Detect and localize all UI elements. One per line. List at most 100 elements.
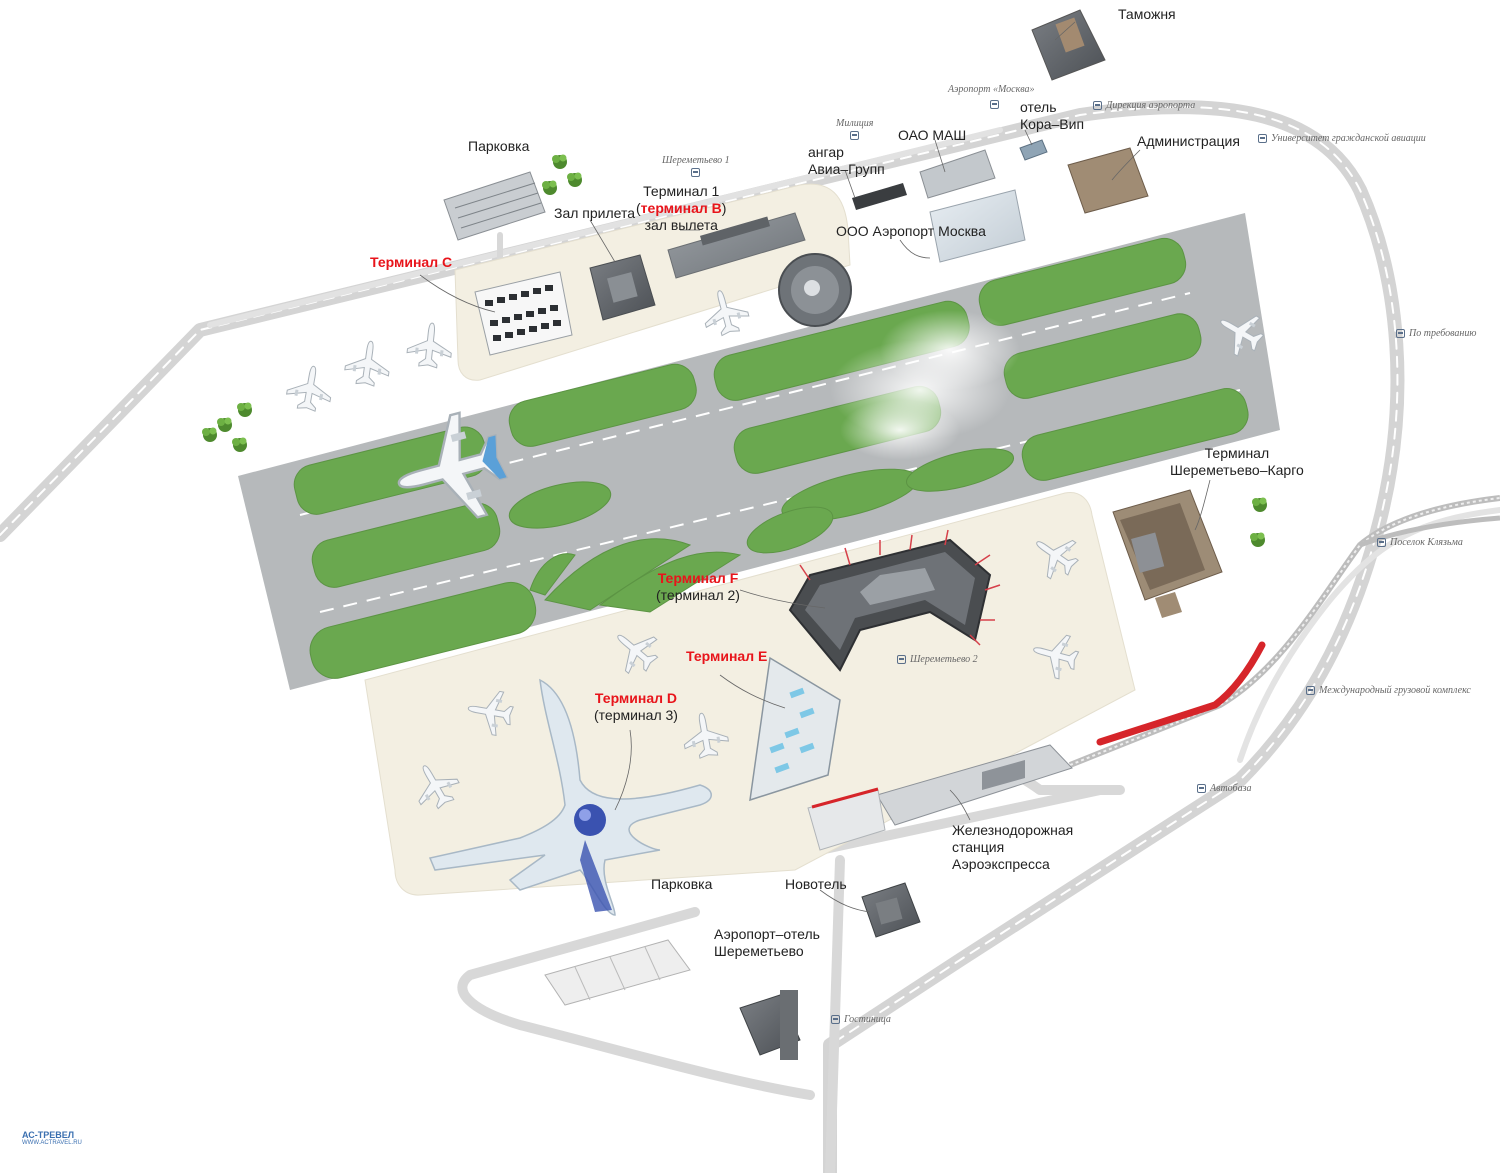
stop-sheremetyevo-2: Шереметьево 2 [897, 654, 978, 665]
label-terminal-1: Терминал 1 (терминал B) зал вылета [636, 183, 726, 234]
airplane-icon [405, 320, 455, 370]
bus-stop-icon [1377, 538, 1386, 547]
label-hotel-kora-vip: отель Кора–Вип [1020, 99, 1084, 133]
south-parking-road [457, 907, 815, 1100]
bus-stop-icon [850, 131, 860, 140]
stop-airport-moskva: Аэропорт «Москва» [948, 84, 1038, 95]
label-airport-hotel: Аэропорт–отель Шереметьево [714, 926, 820, 960]
label-arrivals-hall: Зал прилета [554, 205, 636, 221]
bus-stop-icon [1093, 101, 1102, 110]
administration-building [1067, 147, 1149, 214]
stop-militsiya-label: Милиция [836, 118, 874, 129]
bus-stop-icon [1306, 686, 1315, 695]
tree-icon [567, 172, 582, 187]
label-cargo-line2: Шереметьево–Карго [1170, 462, 1304, 478]
south-buildings [544, 882, 921, 1060]
label-cargo-terminal: Терминал Шереметьево–Карго [1170, 445, 1304, 479]
label-hotel-line2: Кора–Вип [1020, 116, 1085, 132]
aeroexpress-train-icon [1096, 641, 1266, 746]
label-oao-mash: ОАО МАШ [898, 127, 967, 143]
bus-stop-icon [1396, 329, 1405, 338]
label-terminal-b[interactable]: терминал B [640, 200, 722, 216]
label-terminal-e[interactable]: Терминал E [686, 648, 768, 664]
label-novotel: Новотель [785, 876, 847, 892]
stop-sheremetyevo-1-label: Шереметьево 1 [662, 155, 730, 166]
label-rail-line3: Аэроэкспресса [952, 856, 1050, 872]
north-buildings [443, 9, 1149, 356]
terminal-f-building [788, 529, 1001, 672]
label-terminal-d-sub: (терминал 3) [594, 707, 678, 723]
airplane-icon [384, 404, 516, 536]
stop-university-label: Университет гражданской авиации [1271, 133, 1426, 144]
label-customs: Таможня [1118, 6, 1176, 22]
bus-stop-icon [691, 168, 701, 177]
airplanes [284, 284, 1271, 816]
label-terminal-1-b: (терминал B) [636, 200, 726, 217]
label-terminal-f-title[interactable]: Терминал F [657, 570, 739, 586]
label-ooo-airport-moskva: ООО Аэропорт Москва [836, 223, 986, 239]
bus-stop-icon [831, 1015, 840, 1024]
label-terminal-1-departures: зал вылета [644, 217, 718, 233]
runway-field [238, 213, 1280, 690]
bus-stop-icon [1258, 134, 1267, 143]
stop-klyazma: Поселок Клязьма [1377, 537, 1463, 548]
stop-on-request-label: По требованию [1409, 328, 1477, 339]
label-hangar: ангар Авиа–Групп [808, 144, 885, 178]
logo-name: АС-ТРЕВЕЛ [22, 1130, 75, 1140]
label-parking-south: Парковка [651, 876, 713, 892]
tree-icon [552, 154, 567, 169]
tree-icon [232, 437, 247, 452]
label-hangar-line2: Авиа–Групп [808, 161, 885, 177]
label-terminal-f-sub: (терминал 2) [656, 587, 740, 603]
stop-on-request: По требованию [1396, 328, 1476, 339]
stop-sheremetyevo-1: Шереметьево 1 [662, 155, 730, 177]
label-parking-north: Парковка [468, 138, 530, 154]
logo-url: WWW.ACTRAVEL.RU [22, 1140, 82, 1146]
label-cargo-line1: Терминал [1204, 445, 1270, 461]
tree-icon [1250, 532, 1265, 547]
ooo-airport-moskva-building [929, 189, 1026, 263]
tree-icon [237, 402, 252, 417]
label-hotel-line1: отель [1020, 99, 1057, 115]
label-terminal-c[interactable]: Терминал C [370, 254, 453, 270]
label-rail-station: Железнодорожная станция Аэроэкспресса [952, 822, 1073, 873]
railway [1068, 495, 1500, 768]
label-terminal-d: Терминал D (терминал 3) [594, 690, 678, 724]
stop-directorate-label: Дирекция аэропорта [1106, 100, 1196, 111]
terminal-e-building [749, 656, 841, 802]
bus-stop-icon [1197, 784, 1206, 793]
paren-close: ) [721, 200, 727, 216]
stop-university: Университет гражданской авиации [1258, 133, 1426, 144]
label-rail-line2: станция [952, 839, 1005, 855]
paren-open: ( [636, 200, 641, 216]
label-rail-line1: Железнодорожная [952, 822, 1074, 838]
stop-sheremetyevo-2-label: Шереметьево 2 [910, 654, 978, 665]
tree-icon [202, 427, 217, 442]
stop-cargo-complex-label: Международный грузовой комплекс [1319, 685, 1471, 696]
stop-hotel-label: Гостиница [844, 1014, 891, 1025]
stop-cargo-complex: Международный грузовой комплекс [1306, 685, 1471, 696]
tree-icon [1252, 497, 1267, 512]
cargo-terminal [1112, 489, 1223, 618]
stop-klyazma-label: Поселок Клязьма [1390, 537, 1463, 548]
stop-airport-moskva-label: Аэропорт «Москва» [948, 84, 1035, 95]
leader-lines [419, 21, 1211, 913]
label-airhotel-line1: Аэропорт–отель [714, 926, 820, 942]
actravel-logo[interactable]: АС-ТРЕВЕЛ WWW.ACTRAVEL.RU [22, 1130, 82, 1146]
label-terminal-f: Терминал F (терминал 2) [656, 570, 740, 604]
tree-icon [542, 180, 557, 195]
aeroexpress-station [807, 744, 1073, 851]
hangar-avia-group [852, 183, 907, 210]
hotel-kora-vip-building [1019, 139, 1048, 161]
label-hangar-line1: ангар [808, 144, 844, 160]
stop-autobase-label: Автобаза [1210, 783, 1252, 794]
label-terminal-d-title[interactable]: Терминал D [594, 690, 678, 706]
airplane-icon [284, 362, 336, 414]
tree-icon [217, 417, 232, 432]
label-airhotel-line2: Шереметьево [714, 943, 804, 959]
stop-autobase: Автобаза [1197, 783, 1251, 794]
terminal-d-building [428, 678, 712, 916]
parking-north-building [443, 171, 546, 241]
airplane-icon [342, 337, 394, 389]
